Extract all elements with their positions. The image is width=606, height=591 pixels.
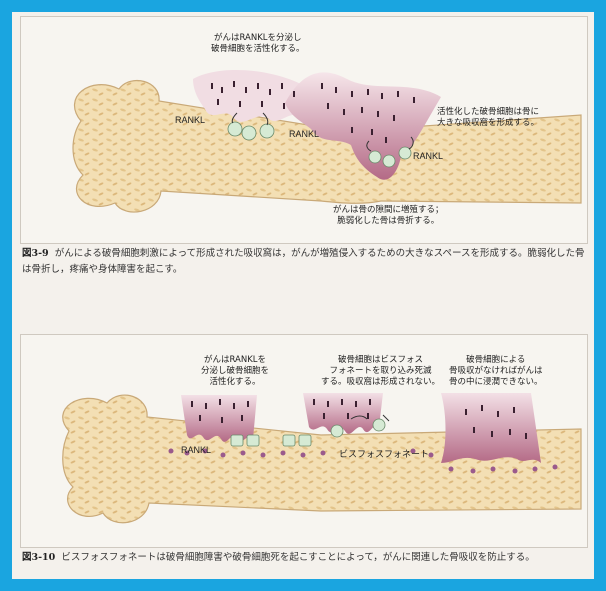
rankl-label: RANKL bbox=[289, 129, 319, 139]
figure-3-9: がんはRANKLを分泌し 破骨細胞を活性化する。 活性化した破骨細胞は骨に 大き… bbox=[20, 16, 588, 244]
annotation-cancer-secretes-rankl: がんはRANKLを 分泌し破骨細胞を 活性化する。 bbox=[201, 355, 269, 388]
figure-3-10: がんはRANKLを 分泌し破骨細胞を 活性化する。 破骨細胞はビスフォス フォネ… bbox=[20, 334, 588, 548]
rankl-label: RANKL bbox=[413, 151, 443, 161]
caption-text: ビスフォスフォネートは破骨細胞障害や破骨細胞死を起こすことによって，がんに関連し… bbox=[61, 552, 534, 563]
annotation-bisphosphonate-uptake: 破骨細胞はビスフォス フォネートを取り込み死滅 する。吸収窩は形成されない。 bbox=[321, 355, 440, 388]
rankl-label: RANKL bbox=[175, 115, 205, 125]
bisphosphonate-label: ビスフォスフォネート bbox=[339, 447, 429, 460]
figure-3-9-caption: 図3-9 がんによる破骨細胞刺激によって形成された吸収窩は，がんが増殖侵入するた… bbox=[22, 246, 588, 278]
annotation-activated-osteoclast: 活性化した破骨細胞は骨に 大きな吸収窩を形成する。 bbox=[437, 107, 539, 129]
annotation-cancer-proliferates: がんは骨の隙間に増殖する； 脆弱化した骨は骨折する。 bbox=[333, 205, 444, 227]
figure-number: 図3-10 bbox=[22, 552, 55, 563]
figure-number: 図3-9 bbox=[22, 248, 49, 259]
annotation-no-resorption: 破骨細胞による 骨吸収がなければがんは 骨の中に浸潤できない。 bbox=[449, 355, 543, 388]
rankl-label: RANKL bbox=[181, 445, 211, 455]
annotation-cancer-secretes-rankl: がんはRANKLを分泌し 破骨細胞を活性化する。 bbox=[211, 33, 305, 55]
caption-text: がんによる破骨細胞刺激によって形成された吸収窩は，がんが増殖侵入するための大きな… bbox=[22, 248, 585, 275]
textbook-page: がんはRANKLを分泌し 破骨細胞を活性化する。 活性化した破骨細胞は骨に 大き… bbox=[12, 12, 594, 579]
figure-3-10-caption: 図3-10 ビスフォスフォネートは破骨細胞障害や破骨細胞死を起こすことによって，… bbox=[22, 550, 588, 566]
tumor-mass-3 bbox=[441, 393, 541, 463]
